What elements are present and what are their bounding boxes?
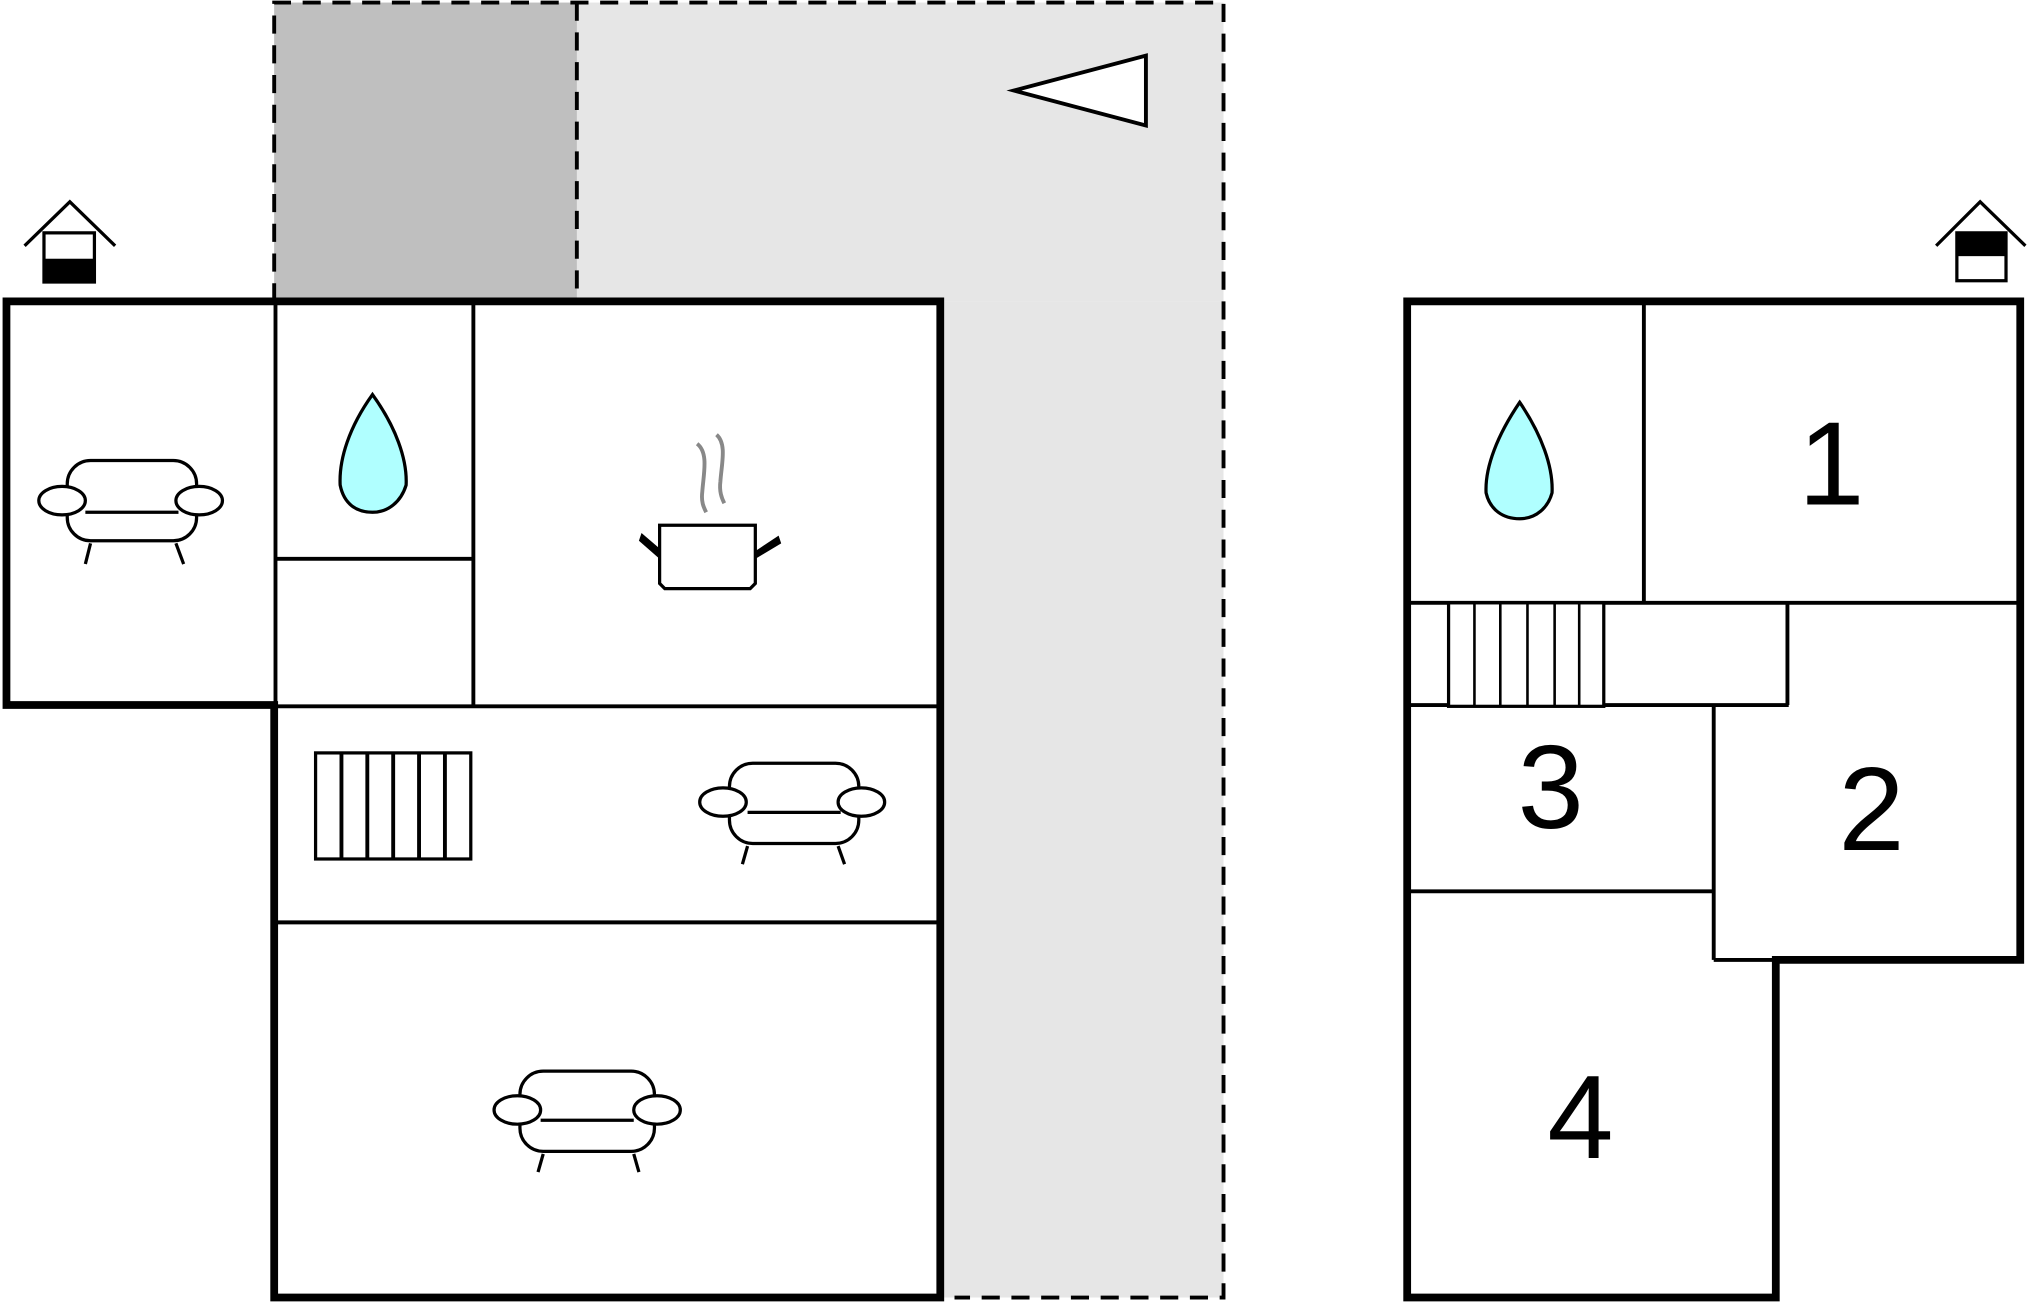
carport-area [274,2,577,302]
house-upper-icon [1935,199,2027,283]
staircase-icon [1446,601,1606,708]
house-entrance-icon [23,199,117,284]
water-drop-icon [338,391,408,514]
cooking-pot-icon [638,433,782,591]
room-label-4: 4 [1547,1051,1613,1184]
room-label-1: 1 [1798,398,1864,531]
staircase-icon [313,751,473,861]
sofa-icon [492,1069,682,1173]
room-label-3: 3 [1518,721,1584,854]
upper-floor: 1 2 3 4 [1403,297,2025,1302]
terrace-area [272,0,1226,1300]
sofa-icon [698,761,887,865]
room-label-2: 2 [1838,743,1904,876]
north-arrow-icon [1006,53,1148,129]
sofa-icon [37,458,225,565]
water-drop-icon [1484,399,1554,521]
